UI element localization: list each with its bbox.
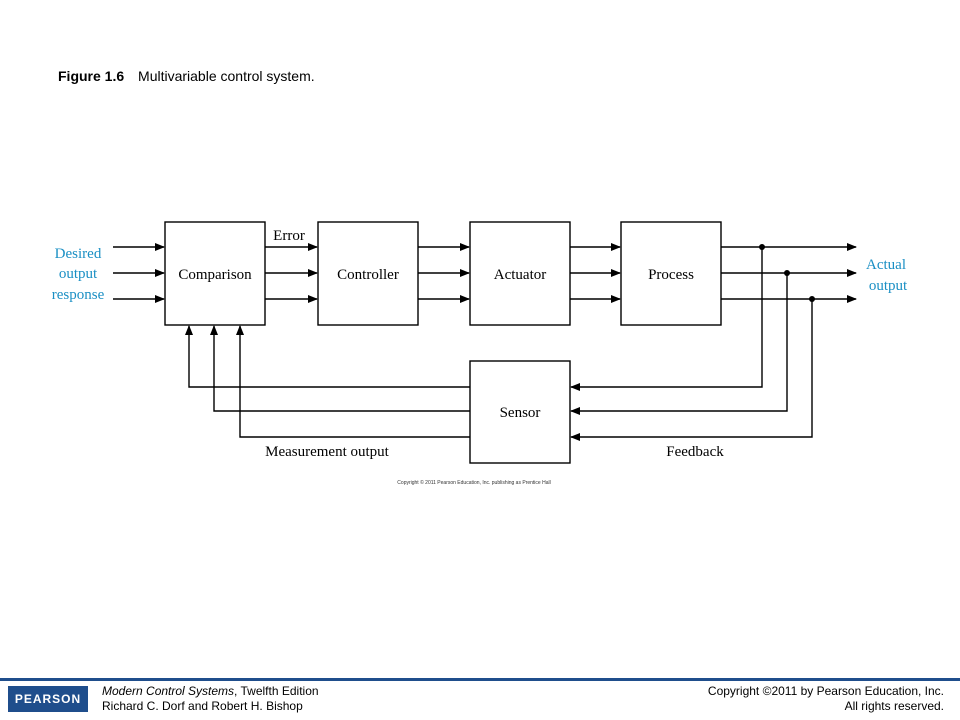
input-label-line1: Desired bbox=[55, 246, 102, 262]
book-edition: , Twelfth Edition bbox=[234, 684, 319, 698]
book-title: Modern Control Systems bbox=[102, 684, 235, 698]
feedback-label: Feedback bbox=[666, 444, 724, 460]
small-copyright: Copyright © 2011 Pearson Education, Inc.… bbox=[397, 479, 550, 486]
controller-actuator-arrows bbox=[418, 243, 470, 303]
input-arrows bbox=[113, 243, 165, 303]
error-arrows bbox=[265, 243, 318, 303]
figure-caption: Figure 1.6 Multivariable control system. bbox=[58, 68, 315, 84]
footer-copyright: Copyright ©2011 by Pearson Education, In… bbox=[708, 684, 944, 714]
sensor-block bbox=[469, 360, 571, 464]
figure-number: Figure 1.6 bbox=[58, 68, 125, 84]
input-label-line2: output bbox=[59, 266, 98, 282]
comparison-label: Comparison bbox=[178, 267, 252, 283]
actuator-block bbox=[469, 221, 571, 326]
footer-book-info: Modern Control Systems, Twelfth Edition … bbox=[102, 684, 319, 714]
controller-label: Controller bbox=[337, 267, 399, 283]
footer-rights-line: All rights reserved. bbox=[844, 699, 944, 713]
input-label-line3: response bbox=[52, 287, 105, 303]
process-label: Process bbox=[648, 267, 694, 283]
footer-authors: Richard C. Dorf and Robert H. Bishop bbox=[102, 699, 303, 713]
error-label: Error bbox=[273, 228, 305, 244]
process-block bbox=[620, 221, 722, 326]
measurement-label: Measurement output bbox=[265, 444, 390, 460]
pearson-logo: PEARSON bbox=[8, 686, 88, 712]
comparison-block bbox=[164, 221, 266, 326]
output-label-line1: Actual bbox=[866, 257, 906, 273]
sensor-label: Sensor bbox=[500, 405, 541, 421]
feedback-lines bbox=[570, 247, 813, 441]
footer-copyright-line: Copyright ©2011 by Pearson Education, In… bbox=[707, 684, 944, 698]
figure-title: Multivariable control system. bbox=[138, 68, 315, 84]
footer: PEARSON Modern Control Systems, Twelfth … bbox=[0, 678, 960, 720]
measurement-lines bbox=[185, 325, 470, 438]
actuator-label: Actuator bbox=[494, 267, 546, 283]
footer-rule bbox=[0, 678, 960, 681]
footer-book-line: Modern Control Systems, Twelfth Edition bbox=[102, 684, 319, 699]
output-label-line2: output bbox=[869, 278, 908, 294]
control-system-diagram: Comparison Controller Actuator Process S… bbox=[52, 221, 908, 486]
actuator-process-arrows bbox=[570, 243, 621, 303]
